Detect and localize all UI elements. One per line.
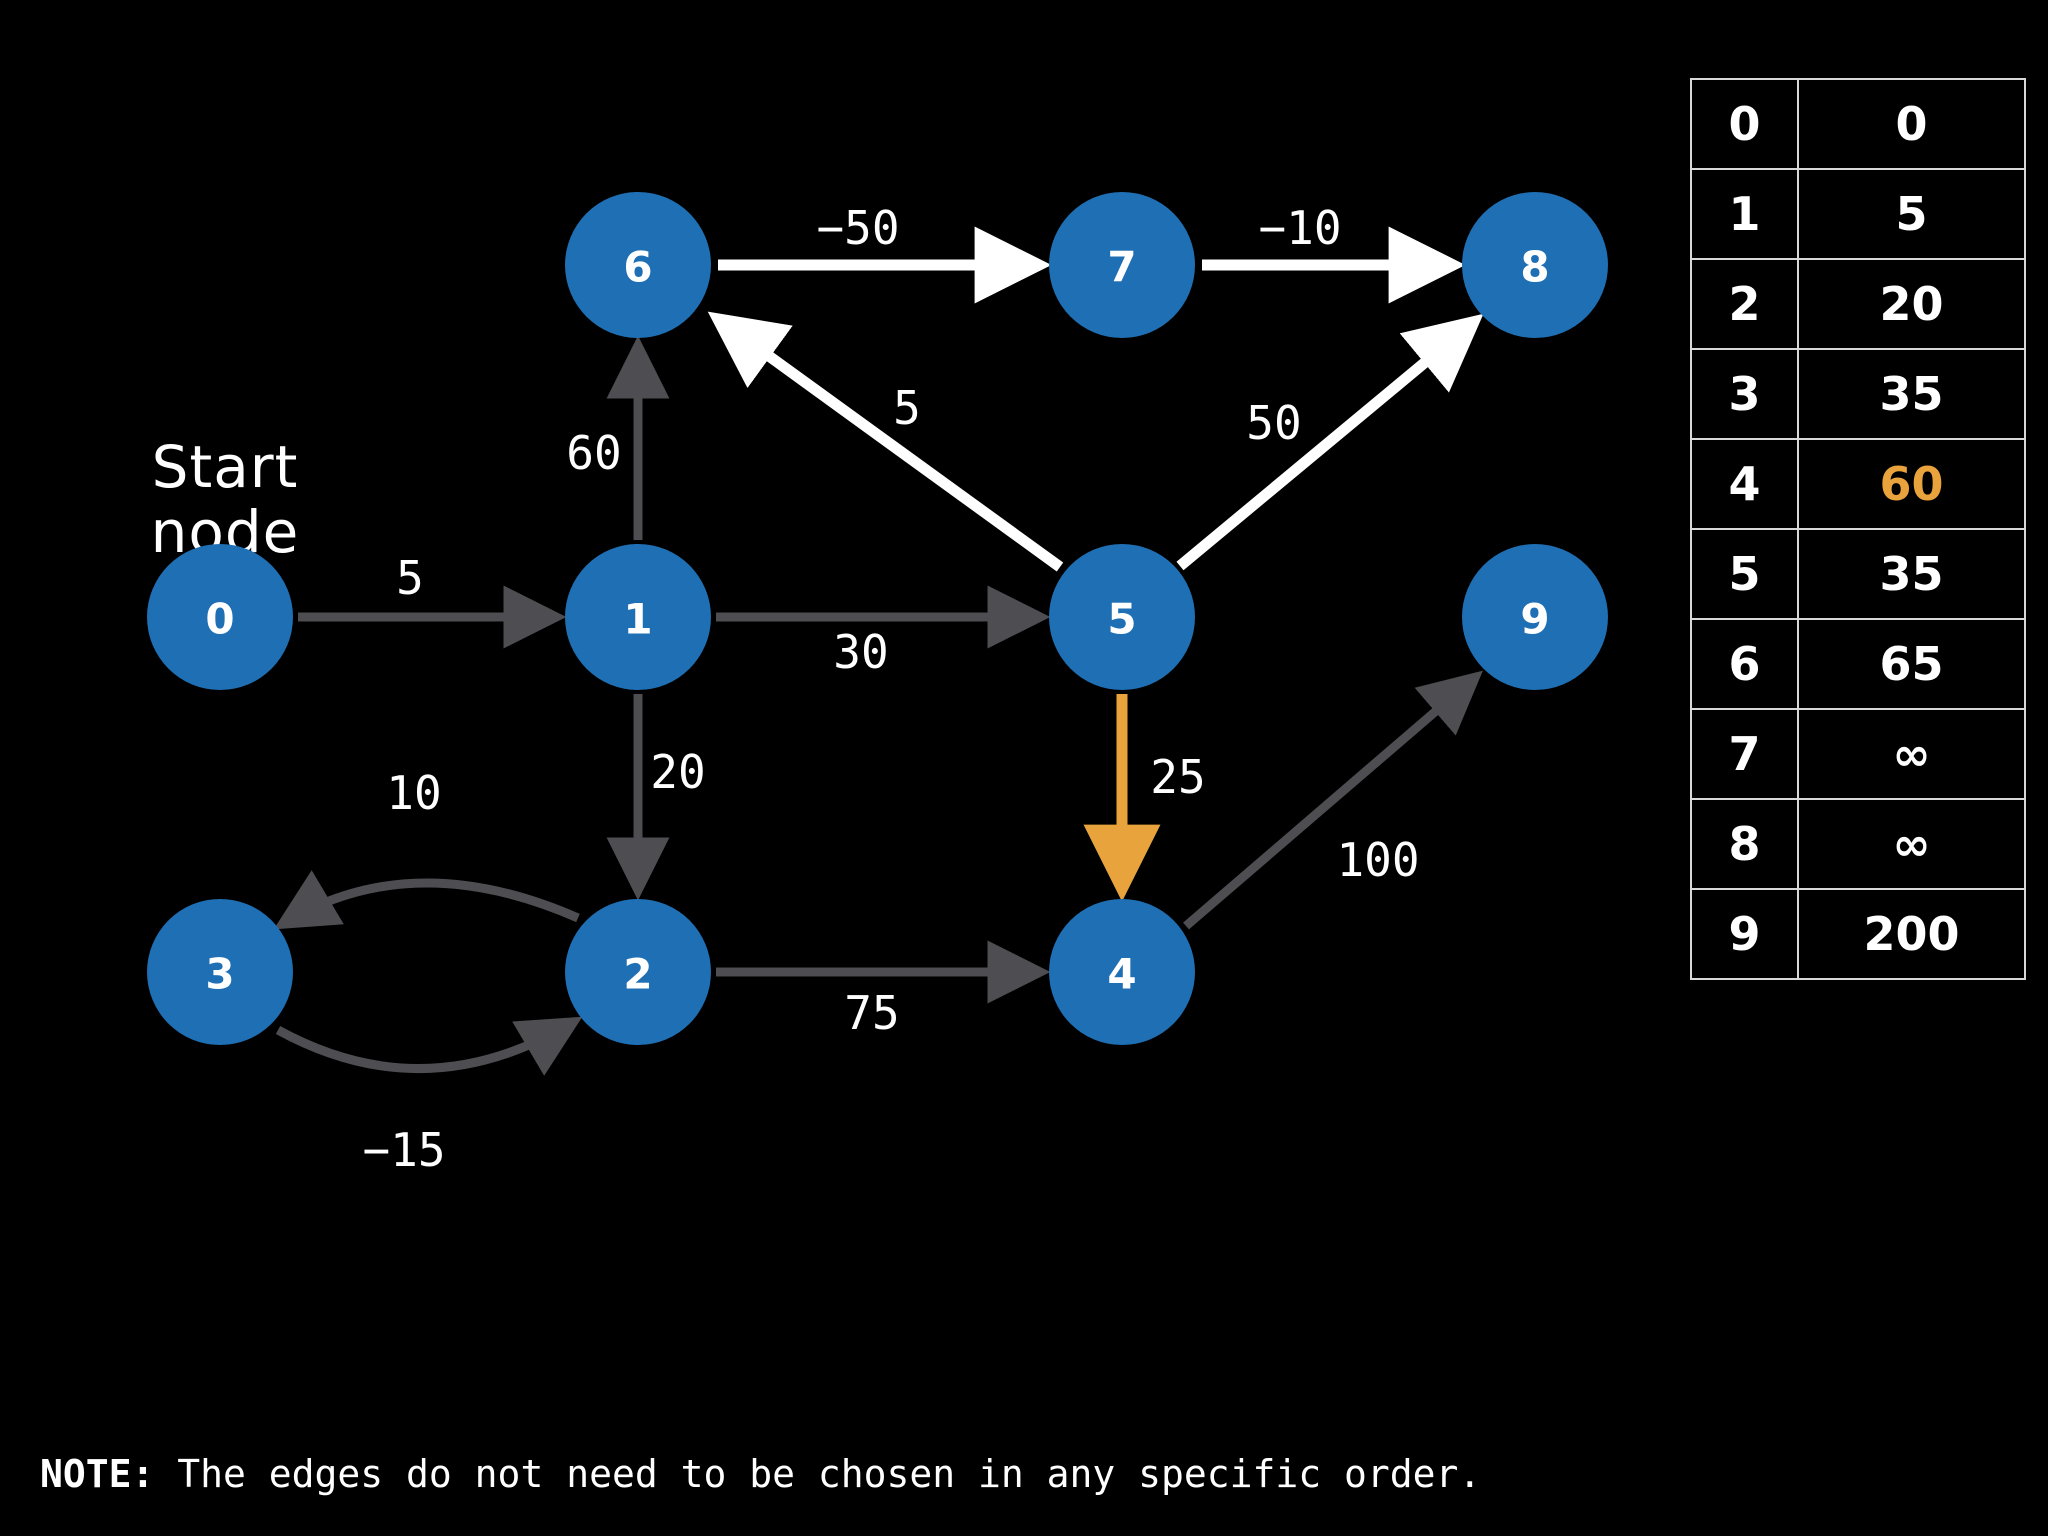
graph-node-0[interactable]: 0: [147, 544, 293, 690]
table-cell-distance: 200: [1797, 888, 2026, 980]
table-cell-node: 0: [1690, 78, 1799, 170]
graph-node-8[interactable]: 8: [1462, 192, 1608, 338]
note-prefix: NOTE:: [40, 1452, 155, 1496]
table-row: 1 5: [1690, 168, 2026, 260]
table-row: 5 35: [1690, 528, 2026, 620]
node-label-0: 0: [205, 595, 234, 644]
graph-node-7[interactable]: 7: [1049, 192, 1195, 338]
table-cell-node: 8: [1690, 798, 1799, 890]
table-row: 7 ∞: [1690, 708, 2026, 800]
graph-node-3[interactable]: 3: [147, 899, 293, 1045]
node-label-7: 7: [1107, 243, 1136, 292]
edge-weight-4-9: 100: [1336, 833, 1419, 887]
nodes-layer: 0 1 2 3 4 5 6: [147, 192, 1608, 1045]
graph-node-1[interactable]: 1: [565, 544, 711, 690]
edge-weight-2-4: 75: [844, 986, 899, 1040]
table-cell-distance: 0: [1797, 78, 2026, 170]
note-text: NOTE: The edges do not need to be chosen…: [40, 1452, 1481, 1496]
edges-layer: [273, 226, 1484, 1076]
table-cell-node: 5: [1690, 528, 1799, 620]
edge-weight-2-3: 10: [386, 766, 441, 820]
edge-labels-layer: 5 60 20 30 10 −15 75 100 5 50 −50 −10 25: [362, 201, 1419, 1177]
edge-weight-1-2: 20: [650, 745, 705, 799]
table-row: 4 60: [1690, 438, 2026, 530]
node-label-3: 3: [205, 950, 234, 999]
edge-weight-7-8: −10: [1258, 201, 1341, 255]
note-body: The edges do not need to be chosen in an…: [154, 1452, 1482, 1496]
edge-weight-0-1: 5: [396, 551, 424, 605]
edge-weight-1-5: 30: [833, 625, 888, 679]
graph-node-6[interactable]: 6: [565, 192, 711, 338]
distance-table: 0 0 1 5 2 20 3 35 4 60 5 35: [1690, 78, 2026, 980]
table-row: 9 200: [1690, 888, 2026, 980]
graph-node-9[interactable]: 9: [1462, 544, 1608, 690]
node-label-2: 2: [623, 950, 652, 999]
table-cell-node: 3: [1690, 348, 1799, 440]
node-label-9: 9: [1520, 595, 1549, 644]
table-cell-distance: 20: [1797, 258, 2026, 350]
table-cell-node: 2: [1690, 258, 1799, 350]
table-cell-node: 4: [1690, 438, 1799, 530]
node-label-4: 4: [1107, 950, 1136, 999]
table-cell-node: 7: [1690, 708, 1799, 800]
table-row: 2 20: [1690, 258, 2026, 350]
graph-node-5[interactable]: 5: [1049, 544, 1195, 690]
edge-2-3[interactable]: [273, 870, 580, 930]
node-label-1: 1: [623, 595, 652, 644]
table-cell-distance: 5: [1797, 168, 2026, 260]
edge-5-6[interactable]: [707, 311, 1064, 572]
node-label-6: 6: [623, 243, 652, 292]
table-cell-distance: ∞: [1797, 708, 2026, 800]
edge-weight-5-4: 25: [1150, 750, 1205, 804]
graph-node-4[interactable]: 4: [1049, 899, 1195, 1045]
edge-5-8[interactable]: [1176, 313, 1484, 571]
table-row: 6 65: [1690, 618, 2026, 710]
edge-3-2[interactable]: [275, 1016, 583, 1076]
table-row: 3 35: [1690, 348, 2026, 440]
edge-weight-5-6: 5: [893, 381, 921, 435]
table-row: 0 0: [1690, 78, 2026, 170]
table-cell-node: 6: [1690, 618, 1799, 710]
start-node-label: Start node: [150, 433, 300, 566]
table-cell-distance: 35: [1797, 348, 2026, 440]
table-cell-distance: 65: [1797, 618, 2026, 710]
edge-weight-6-7: −50: [816, 201, 899, 255]
edge-weight-5-8: 50: [1246, 396, 1301, 450]
table-cell-distance: 35: [1797, 528, 2026, 620]
edge-4-9[interactable]: [1183, 670, 1483, 930]
graph-node-2[interactable]: 2: [565, 899, 711, 1045]
table-cell-node: 1: [1690, 168, 1799, 260]
edge-weight-3-2: −15: [362, 1123, 445, 1177]
node-label-5: 5: [1107, 595, 1136, 644]
table-row: 8 ∞: [1690, 798, 2026, 890]
table-cell-distance-highlighted: 60: [1797, 438, 2026, 530]
table-cell-distance: ∞: [1797, 798, 2026, 890]
edge-weight-1-6: 60: [566, 426, 621, 480]
node-label-8: 8: [1520, 243, 1549, 292]
table-cell-node: 9: [1690, 888, 1799, 980]
